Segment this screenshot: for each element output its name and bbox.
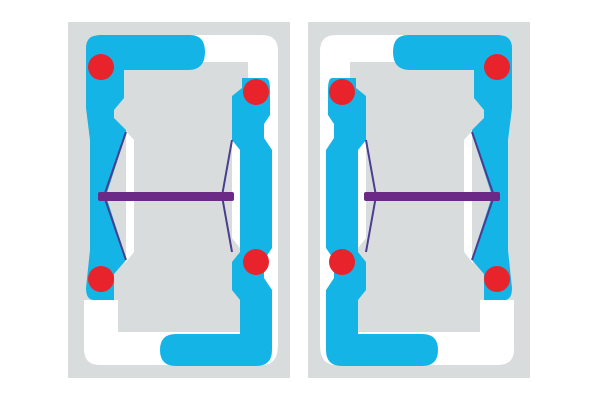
right-membrane xyxy=(326,78,438,366)
joint-top-right xyxy=(243,79,269,105)
joint-bottom-left xyxy=(88,266,114,292)
left-membrane xyxy=(393,35,512,300)
left-membrane xyxy=(86,35,205,300)
connecting-rod xyxy=(364,192,500,201)
panel-left xyxy=(68,22,290,378)
joint-top-left xyxy=(484,54,510,80)
joint-top-right xyxy=(329,79,355,105)
joint-bottom-right xyxy=(329,249,355,275)
joint-top-left xyxy=(88,54,114,80)
connecting-rod xyxy=(98,192,234,201)
joint-bottom-left xyxy=(484,266,510,292)
right-membrane xyxy=(160,78,272,366)
panel-right xyxy=(308,22,530,378)
joint-bottom-right xyxy=(243,249,269,275)
